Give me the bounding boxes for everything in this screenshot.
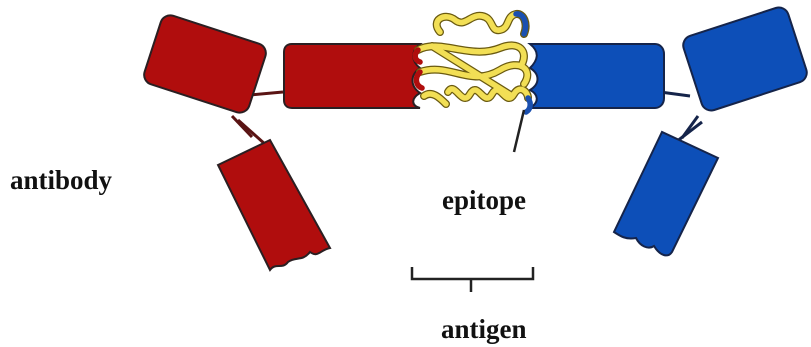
left-upper-arm: [142, 13, 269, 115]
right-fab-segment: [530, 44, 664, 108]
left-antibody: [142, 13, 420, 270]
epitope-label: epitope: [442, 187, 526, 214]
antigen-protein-coil: [415, 14, 530, 112]
right-upper-arm: [681, 5, 810, 113]
antigen-bracket: [412, 267, 533, 292]
left-fab-segment: [284, 44, 420, 108]
left-lower-arm: [218, 140, 330, 270]
right-lower-arm: [614, 132, 718, 255]
right-antibody: [530, 5, 809, 255]
antigen-label: antigen: [441, 316, 527, 343]
antibody-label: antibody: [10, 167, 112, 194]
epitope-pointer-line: [514, 110, 524, 152]
